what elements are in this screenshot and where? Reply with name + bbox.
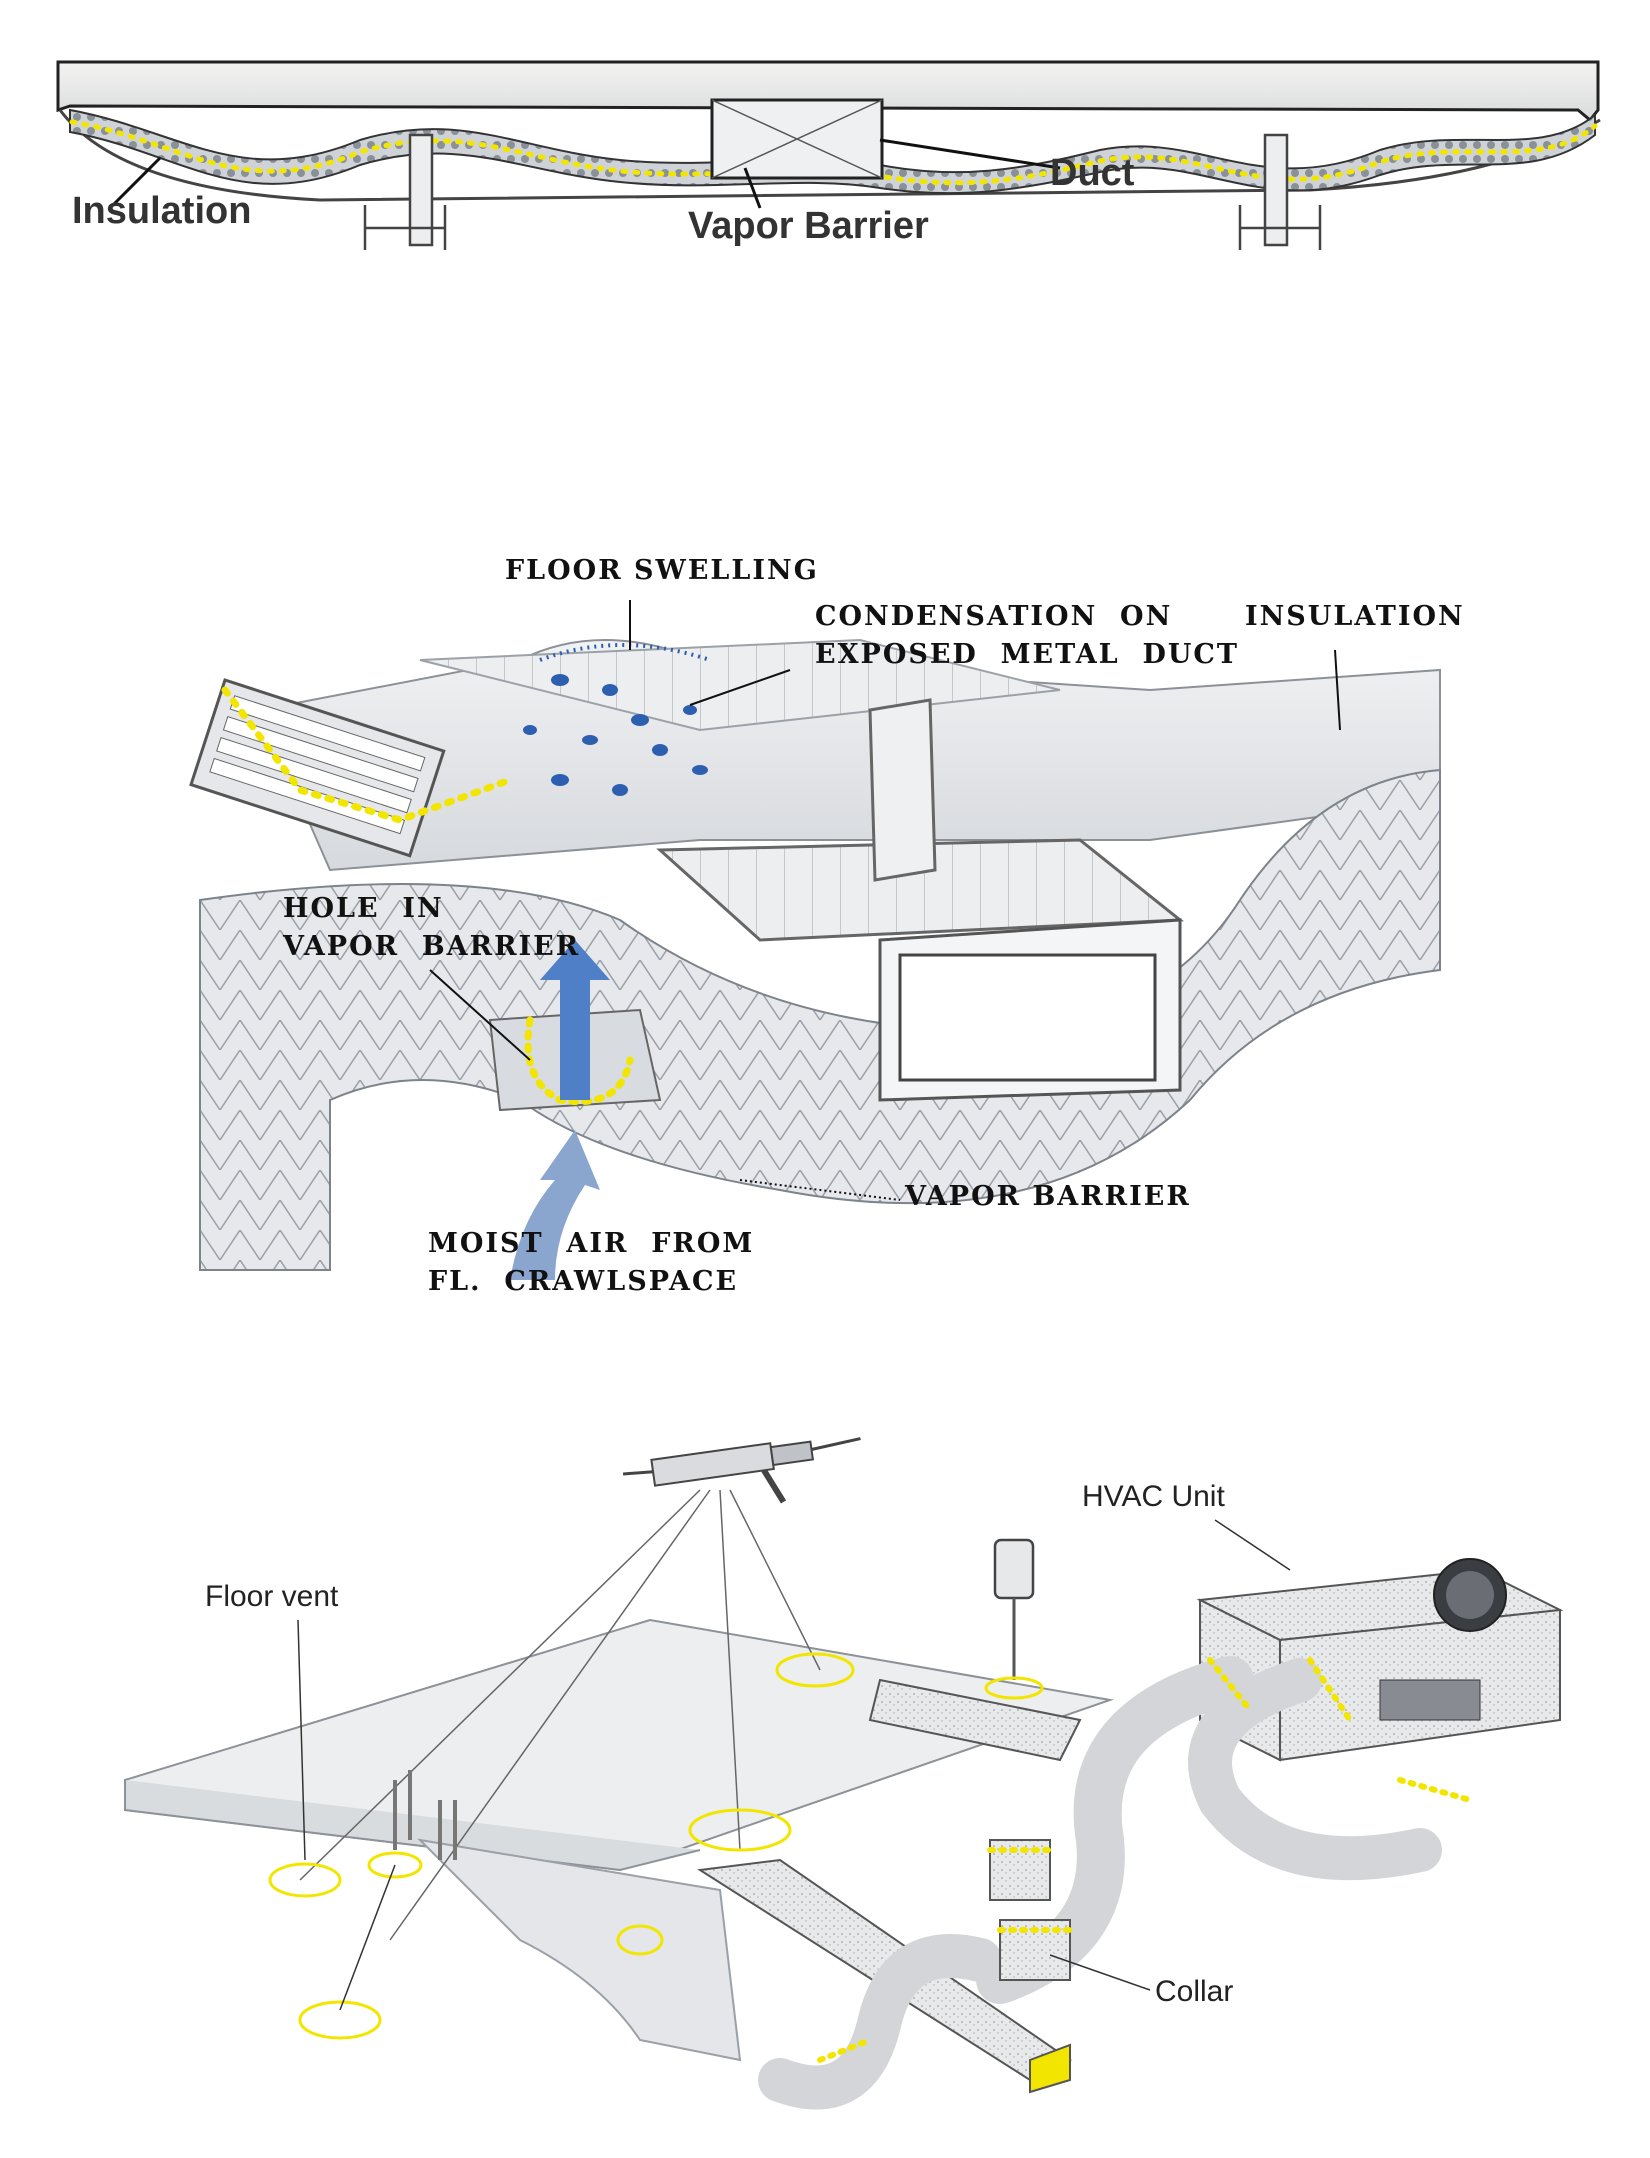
- sealing-diagram: Floor vent HVAC Unit Collar: [0, 1420, 1650, 2140]
- label-vapor-barrier: Vapor Barrier: [688, 205, 929, 247]
- label-duct: Duct: [1050, 152, 1135, 194]
- section-diagram: Insulation Duct Vapor Barrier: [0, 40, 1650, 270]
- label-floor-swelling: FLOOR SWELLING: [505, 555, 819, 586]
- label-vapor-barrier-2: VAPOR BARRIER: [905, 1181, 1191, 1212]
- floor-slab: [124, 1618, 1114, 1872]
- label-hvac-unit: HVAC Unit: [1082, 1480, 1225, 1513]
- label-condensation: CONDENSATION ON EXPOSED METAL DUCT: [815, 601, 1239, 670]
- duct-seals: [817, 1657, 1473, 2063]
- caulk-gun-icon: [622, 1437, 861, 1504]
- leader-collar: [1049, 1954, 1151, 1991]
- leader-vapor-barrier: [739, 1179, 901, 1201]
- label-insulation: Insulation: [72, 190, 252, 232]
- condensation-drops: [523, 674, 708, 796]
- moist-air-arrow: [510, 1130, 600, 1280]
- moisture-diagram: FLOOR SWELLING CONDENSATION ON EXPOSED M…: [0, 540, 1650, 1320]
- vapor-barrier-leader: [743, 167, 762, 209]
- floor-swelling-edge: [539, 643, 711, 662]
- leader-hvac: [1214, 1519, 1291, 1571]
- pier-right: [1238, 205, 1322, 250]
- rising-air-arrow: [540, 940, 610, 1100]
- underside-skirt: [417, 1838, 742, 2062]
- label-floor-vent: Floor vent: [205, 1580, 339, 1613]
- label-moist-air: MOIST AIR FROM FL. CRAWLSPACE: [428, 1228, 755, 1297]
- label-hole-in-vapor-barrier: HOLE IN VAPOR BARRIER: [283, 893, 581, 962]
- duct-leader: [879, 138, 1061, 170]
- label-collar: Collar: [1155, 1975, 1234, 2008]
- leader-insulation: [1334, 649, 1341, 731]
- joist-right: [1263, 133, 1289, 247]
- metal-duct-opening: [898, 953, 1157, 1082]
- seal-rings: [268, 1652, 1044, 2040]
- thermostat-icon: [993, 1538, 1035, 1680]
- caulk-lines: [299, 1489, 821, 1941]
- beam-end: [1029, 2043, 1071, 2094]
- floor-slab-edge: [124, 1780, 701, 1872]
- label-insulation-2: INSULATION: [1245, 601, 1465, 632]
- pier-left: [363, 205, 447, 250]
- joist-left: [408, 133, 434, 247]
- insulated-wrap: [199, 768, 1441, 1271]
- leader-hole: [429, 969, 531, 1061]
- flex-duct-2: [1188, 1658, 1442, 1881]
- section-drawing: [56, 60, 1601, 250]
- register-seal: [221, 686, 514, 824]
- floor-deck: [56, 60, 1600, 123]
- sealing-drawing: [124, 1437, 1564, 2110]
- moisture-drawing: [189, 600, 1441, 1280]
- hvac-unit-box: [1196, 1558, 1564, 1762]
- joist-block: [868, 698, 937, 882]
- insulation-leader: [108, 156, 162, 210]
- plumbing-pipe: [393, 1770, 457, 1860]
- flex-duct-3: [758, 1934, 1002, 2110]
- hole-seal: [524, 1016, 634, 1106]
- leader-floor-vent: [297, 1619, 306, 1861]
- leader-vent-ring: [339, 1864, 396, 2011]
- leader-condensation: [689, 669, 791, 706]
- upper-beam: [868, 1678, 1082, 1762]
